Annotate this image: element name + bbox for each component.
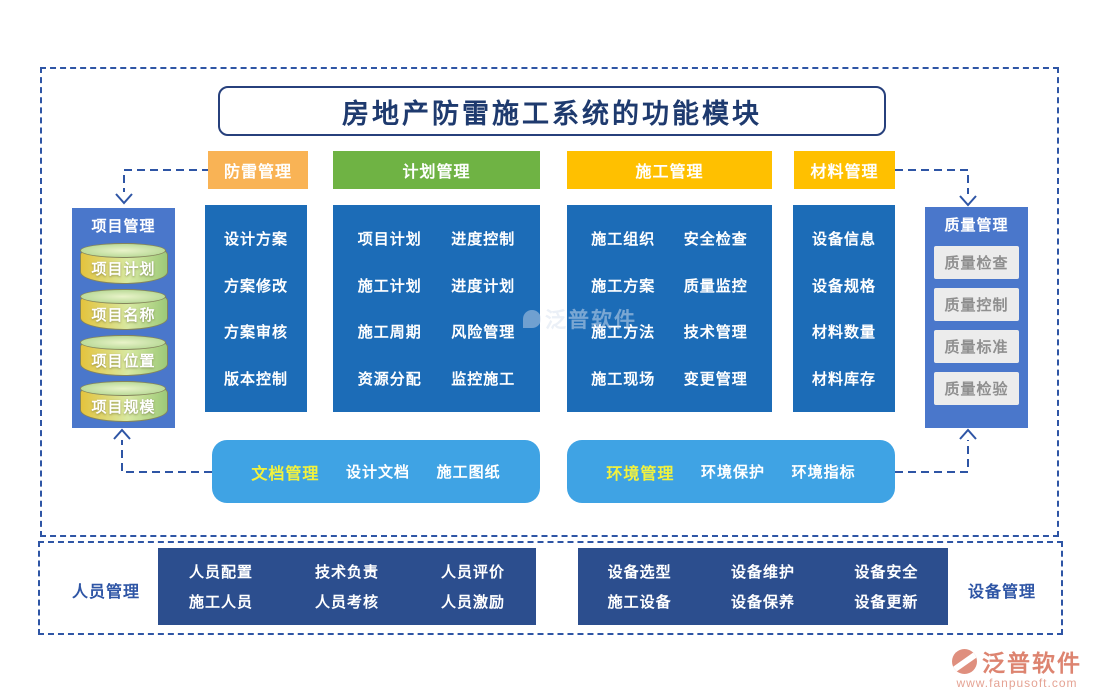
header-material-mgmt: 材料管理 (794, 151, 895, 189)
module-column-lightning: 设计方案 方案修改 方案审核 版本控制 (205, 205, 307, 412)
module-item: 进度计划 (451, 277, 516, 295)
module-item: 材料库存 (811, 371, 876, 389)
document-item: 施工图纸 (436, 464, 501, 481)
watermark: 泛普软件 (523, 304, 637, 334)
personnel-item: 施工人员 (188, 594, 253, 612)
header-construction-mgmt: 施工管理 (567, 151, 772, 189)
module-item: 风险管理 (451, 324, 516, 342)
equipment-item: 施工设备 (607, 594, 672, 612)
project-item-label: 项目规模 (91, 399, 156, 416)
module-item: 施工计划 (357, 277, 422, 295)
module-item: 监控施工 (451, 371, 516, 389)
environment-mgmt-box: 环境管理 环境保护 环境指标 (567, 440, 895, 503)
module-item: 设备规格 (811, 277, 876, 295)
personnel-item: 人员配置 (188, 563, 253, 581)
module-item: 项目计划 (357, 230, 422, 248)
bottom-dashed-frame (38, 541, 1063, 635)
header-plan-mgmt: 计划管理 (333, 151, 540, 189)
brand-logo-icon (952, 648, 977, 674)
module-item: 变更管理 (683, 371, 748, 389)
header-lightning-protection-mgmt: 防雷管理 (208, 151, 308, 189)
equipment-mgmt-label: 设备管理 (967, 584, 1036, 601)
module-item: 施工方法 (591, 324, 656, 342)
document-mgmt-box: 文档管理 设计文档 施工图纸 (212, 440, 540, 503)
module-item: 进度控制 (451, 230, 516, 248)
personnel-item: 人员考核 (314, 594, 379, 612)
quality-item: 质量检查 (934, 246, 1019, 279)
project-item-cylinder: 项目名称 (79, 289, 168, 330)
module-item: 设计方案 (223, 230, 288, 248)
module-item: 安全检查 (683, 230, 748, 248)
equipment-item: 设备更新 (854, 594, 919, 612)
project-item-label: 项目名称 (91, 307, 156, 324)
equipment-item: 设备维护 (730, 563, 795, 581)
module-column-plan: 项目计划 进度控制 施工计划 进度计划 施工周期 风险管理 资源分配 监控施工 (333, 205, 540, 412)
personnel-mgmt-label: 人员管理 (71, 584, 140, 601)
project-item-cylinder: 项目位置 (79, 335, 168, 376)
module-column-construction: 施工组织 安全检查 施工方案 质量监控 施工方法 技术管理 施工现场 变更管理 (567, 205, 772, 412)
module-item: 施工组织 (591, 230, 656, 248)
module-item: 技术管理 (683, 324, 748, 342)
document-item: 设计文档 (345, 464, 410, 481)
module-item: 施工方案 (591, 277, 656, 295)
page-title: 房地产防雷施工系统的功能模块 (342, 98, 762, 129)
project-mgmt-panel: 项目管理 项目计划 项目名称 项目位置 项目规模 (72, 208, 175, 428)
project-item-cylinder: 项目规模 (79, 381, 168, 422)
module-item: 施工现场 (591, 371, 656, 389)
personnel-item: 人员评价 (440, 563, 505, 581)
brand-logo: 泛普软件 www.fanpusoft.com (952, 644, 1082, 690)
equipment-item: 设备安全 (854, 563, 919, 581)
quality-item: 质量标准 (934, 330, 1019, 363)
equipment-item: 设备保养 (730, 594, 795, 612)
module-item: 方案审核 (223, 324, 288, 342)
module-item: 材料数量 (811, 324, 876, 342)
quality-item: 质量检验 (934, 372, 1019, 405)
module-item: 施工周期 (357, 324, 422, 342)
environment-item: 环境指标 (791, 464, 856, 481)
main-dashed-frame (40, 67, 1059, 537)
module-column-material: 设备信息 设备规格 材料数量 材料库存 (793, 205, 895, 412)
environment-item: 环境保护 (700, 464, 765, 481)
module-item: 版本控制 (223, 371, 288, 389)
module-item: 资源分配 (357, 371, 422, 389)
watermark-icon (523, 310, 541, 328)
brand-url: www.fanpusoft.com (956, 676, 1078, 690)
project-item-cylinder: 项目计划 (79, 243, 168, 284)
equipment-box: 设备选型 设备维护 设备安全 施工设备 设备保养 设备更新 (578, 548, 948, 625)
personnel-item: 技术负责 (314, 563, 379, 581)
quality-mgmt-title: 质量管理 (944, 217, 1009, 234)
module-item: 质量监控 (683, 277, 748, 295)
project-item-label: 项目计划 (91, 261, 156, 278)
personnel-item: 人员激励 (440, 594, 505, 612)
document-mgmt-title: 文档管理 (251, 465, 320, 483)
title-box: 房地产防雷施工系统的功能模块 (218, 86, 886, 136)
project-item-label: 项目位置 (91, 353, 156, 370)
personnel-box: 人员配置 技术负责 人员评价 施工人员 人员考核 人员激励 (158, 548, 536, 625)
environment-mgmt-title: 环境管理 (606, 465, 675, 483)
quality-mgmt-panel: 质量管理 质量检查 质量控制 质量标准 质量检验 (925, 207, 1028, 428)
watermark-text: 泛普软件 (545, 309, 637, 332)
module-item: 设备信息 (811, 230, 876, 248)
brand-name: 泛普软件 (982, 650, 1082, 676)
equipment-item: 设备选型 (607, 563, 672, 581)
module-item: 方案修改 (223, 277, 288, 295)
quality-item: 质量控制 (934, 288, 1019, 321)
project-mgmt-title: 项目管理 (91, 218, 156, 235)
